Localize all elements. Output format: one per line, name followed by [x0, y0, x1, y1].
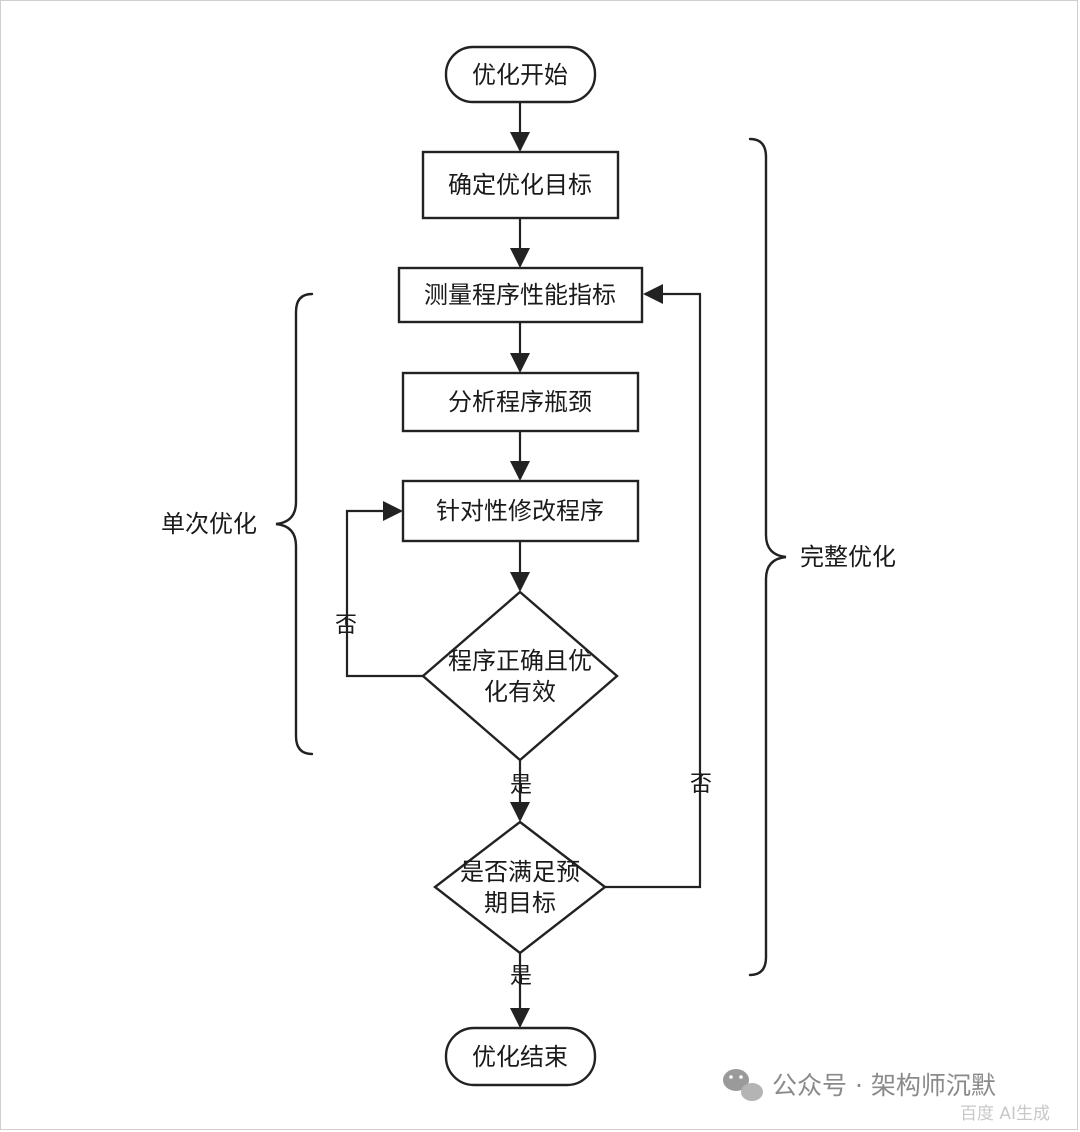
- node-end: 优化结束: [444, 1026, 597, 1087]
- edge-label-no-outer: 否: [690, 772, 712, 797]
- brace-single-label: 单次优化: [161, 510, 257, 538]
- node-check-goal: 是否满足预 期目标: [433, 820, 607, 955]
- watermark: 公众号 · 架构师沉默 百度 AI生成: [723, 1069, 1050, 1124]
- node-check-correct: 程序正确且优 化有效: [421, 590, 619, 762]
- node-modify: 针对性修改程序: [401, 479, 640, 543]
- node-check-correct-label-2: 化有效: [484, 678, 556, 706]
- node-check-goal-label-2: 期目标: [484, 889, 556, 917]
- watermark-sub: 百度 AI生成: [960, 1104, 1050, 1124]
- brace-single: 单次优化: [161, 292, 314, 756]
- node-modify-label: 针对性修改程序: [436, 497, 604, 525]
- edge-label-no-inner: 否: [335, 613, 357, 638]
- node-define-goal-label: 确定优化目标: [448, 171, 592, 199]
- node-check-correct-label-1: 程序正确且优: [448, 647, 592, 675]
- brace-full-label: 完整优化: [800, 543, 896, 571]
- edge-label-yes-outer: 是: [510, 964, 532, 989]
- watermark-text: 公众号 · 架构师沉默: [772, 1071, 996, 1100]
- node-measure-label: 测量程序性能指标: [424, 281, 616, 309]
- edge-check-no-loop: [345, 501, 423, 678]
- edge-label-yes-inner: 是: [510, 773, 532, 798]
- brace-full: 完整优化: [748, 137, 896, 977]
- node-start: 优化开始: [444, 45, 597, 104]
- node-end-label: 优化结束: [472, 1043, 568, 1071]
- node-start-label: 优化开始: [472, 61, 568, 89]
- node-analyze-label: 分析程序瓶颈: [448, 388, 592, 416]
- edge-goalcheck-no-loop: [605, 284, 702, 889]
- wechat-icon: [723, 1069, 763, 1101]
- node-check-goal-label-1: 是否满足预: [460, 858, 580, 886]
- node-define-goal: 确定优化目标: [421, 150, 620, 220]
- node-analyze: 分析程序瓶颈: [401, 371, 640, 433]
- node-measure: 测量程序性能指标: [397, 266, 644, 324]
- edges: [345, 102, 702, 1028]
